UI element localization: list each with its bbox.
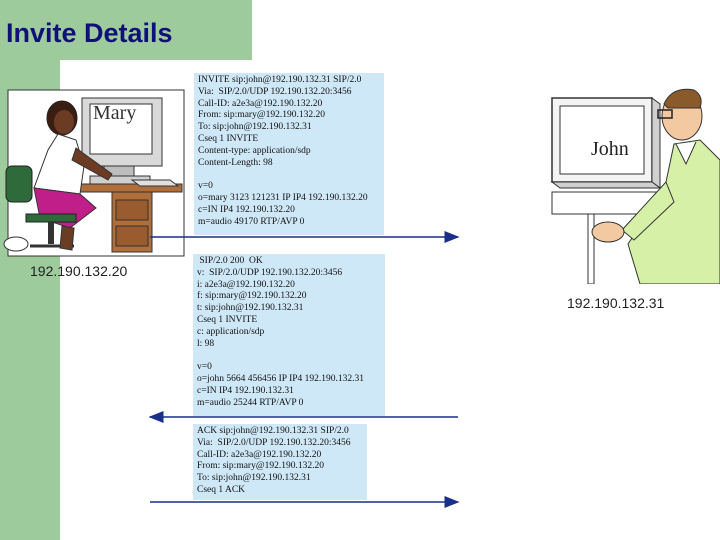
invite-line: c=IN IP4 192.190.132.20 xyxy=(198,204,295,215)
ack-message: ACK sip:john@192.190.132.31 SIP/2.0 Via:… xyxy=(193,424,367,500)
invite-line: m=audio 49170 RTP/AVP 0 xyxy=(198,216,305,227)
invite-line: Content-Length: 98 xyxy=(198,157,273,168)
mary-ip: 192.190.132.20 xyxy=(30,263,128,279)
mary-illustration xyxy=(3,89,185,257)
ack-line: To: sip:john@192.190.132.31 xyxy=(197,473,311,484)
ok-line: Cseq 1 INVITE xyxy=(197,314,258,325)
ok-line: c: application/sdp xyxy=(197,326,265,337)
invite-line: Call-ID: a2e3a@192.190.132.20 xyxy=(198,98,323,109)
ack-line: Call-ID: a2e3a@192.190.132.20 xyxy=(197,449,322,460)
invite-line: From: sip:mary@192.190.132.20 xyxy=(198,110,325,121)
ack-line: Cseq 1 ACK xyxy=(197,484,246,495)
john-ip: 192.190.132.31 xyxy=(567,295,665,311)
ok-message: SIP/2.0 200 OK v: SIP/2.0/UDP 192.190.13… xyxy=(193,254,385,416)
invite-line: INVITE sip:john@192.190.132.31 SIP/2.0 xyxy=(198,75,362,85)
invite-line: Cseq 1 INVITE xyxy=(198,133,259,144)
invite-line: v=0 xyxy=(198,181,213,192)
ack-line: From: sip:mary@192.190.132.20 xyxy=(197,461,324,472)
ok-line: t: sip:john@192.190.132.31 xyxy=(197,303,304,314)
john-illustration xyxy=(550,88,720,284)
ack-line: Via: SIP/2.0/UDP 192.190.132.20:3456 xyxy=(197,437,351,448)
invite-line: Via: SIP/2.0/UDP 192.190.132.20:3456 xyxy=(198,86,352,97)
invite-line: To: sip:john@192.190.132.31 xyxy=(198,122,312,133)
ok-line: v: SIP/2.0/UDP 192.190.132.20:3456 xyxy=(197,267,343,278)
ok-line: l: 98 xyxy=(197,338,215,349)
invite-line: o=mary 3123 121231 IP IP4 192.190.132.20 xyxy=(198,192,368,203)
invite-message: INVITE sip:john@192.190.132.31 SIP/2.0 V… xyxy=(194,73,384,235)
slide-title: Invite Details xyxy=(6,18,173,48)
mary-name: Mary xyxy=(93,102,137,124)
ok-line: c=IN IP4 192.190.132.31 xyxy=(197,385,294,396)
invite-line: Content-type: application/sdp xyxy=(198,145,311,156)
ok-line: o=john 5664 456456 IP IP4 192.190.132.31 xyxy=(197,373,365,384)
ok-line: m=audio 25244 RTP/AVP 0 xyxy=(197,397,304,408)
ok-line: v=0 xyxy=(197,362,212,373)
ok-line: SIP/2.0 200 OK xyxy=(197,256,263,266)
ok-line: i: a2e3a@192.190.132.20 xyxy=(197,279,295,290)
john-name: John xyxy=(591,138,629,160)
ok-line: f: sip:mary@192.190.132.20 xyxy=(197,291,307,302)
ack-line: ACK sip:john@192.190.132.31 SIP/2.0 xyxy=(197,426,349,436)
title-band xyxy=(0,0,252,60)
